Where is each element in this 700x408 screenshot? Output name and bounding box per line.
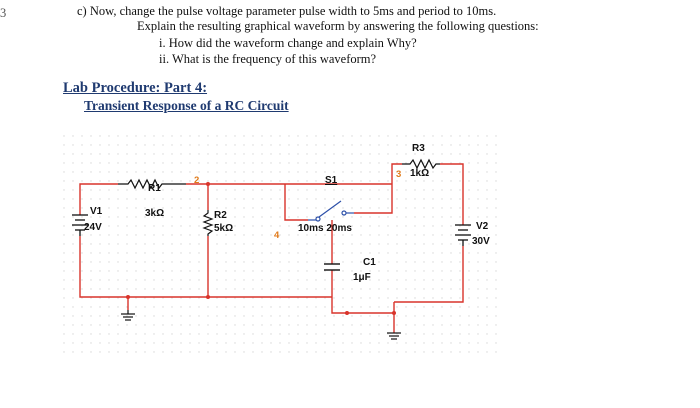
question-item-1: i. How did the waveform change and expla… (159, 36, 417, 50)
v2-battery-symbol (455, 224, 471, 246)
ground-symbol-right (387, 332, 401, 340)
junction-dots (126, 182, 396, 315)
r1-resistor-symbol (118, 178, 186, 190)
node-3-label: 3 (396, 169, 401, 180)
c1-value-label: 1μF (353, 272, 371, 283)
r2-value-label: 5kΩ (214, 223, 233, 234)
v1-value-label: 24V (84, 222, 102, 233)
margin-mark: 3 (0, 6, 7, 20)
v2-value-label: 30V (472, 236, 490, 247)
ground-symbol-left (121, 310, 135, 321)
r3-name-label: R3 (412, 143, 425, 154)
question-item-2: ii. What is the frequency of this wavefo… (159, 52, 377, 66)
section-subtitle: Transient Response of a RC Circuit (84, 98, 289, 113)
circuit-wires (79, 163, 464, 333)
schematic-grid (62, 132, 502, 354)
c1-capacitor-symbol (324, 263, 340, 271)
v2-name-label: V2 (476, 221, 489, 232)
v1-name-label: V1 (90, 206, 103, 217)
question-line-2: Explain the resulting graphical waveform… (137, 19, 539, 33)
v1-battery-symbol (72, 214, 88, 236)
s1-switch-symbol (308, 200, 354, 222)
question-line-1: c) Now, change the pulse voltage paramet… (77, 4, 497, 18)
r1-name-label: R1 (148, 183, 161, 194)
s1-name-label: S1 (325, 175, 338, 186)
r2-name-label: R2 (214, 210, 227, 221)
r2-resistor-symbol (202, 210, 214, 236)
node-2-label: 2 (194, 175, 199, 186)
r3-resistor-symbol (402, 158, 440, 170)
r1-value-label: 3kΩ (145, 208, 164, 219)
section-title: Lab Procedure: Part 4: (63, 80, 208, 96)
c1-name-label: C1 (363, 257, 376, 268)
r3-value-label: 1kΩ (410, 168, 429, 179)
node-4-label: 4 (274, 230, 280, 241)
s1-timing-label: 10ms 20ms (298, 223, 352, 234)
